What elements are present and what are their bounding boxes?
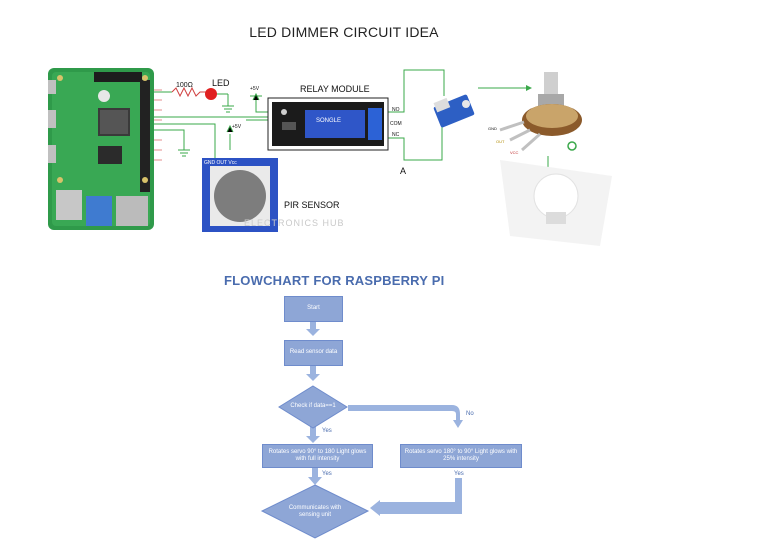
- pot-pin-vcc: VCC: [510, 150, 519, 155]
- watermark: ELECTRONICS HUB: [244, 218, 345, 228]
- node-a-label: A: [400, 166, 407, 176]
- communicate-text: Communicates with sensing unit: [288, 504, 342, 519]
- relay-module-label: RELAY MODULE: [300, 84, 370, 94]
- resistor-label: 100Ω: [176, 82, 193, 89]
- yes-label: Yes: [322, 428, 332, 434]
- pir-pins-label: GND OUT Vcc: [204, 160, 237, 166]
- servo-motor: [433, 94, 475, 128]
- potentiometer: [499, 72, 582, 152]
- light-bulb: [500, 160, 612, 246]
- communicate-diamond: [260, 484, 370, 539]
- decision-diamond: [278, 385, 348, 429]
- pir-sensor: [202, 158, 278, 232]
- relay-pin-com: COM: [390, 121, 402, 127]
- flowchart-connectors: [306, 321, 463, 516]
- raspberry-pi-board: [48, 68, 154, 230]
- relay-module: [267, 97, 389, 151]
- pir-sensor-label: PIR SENSOR: [284, 200, 340, 210]
- vcc-label-pir: +5V: [232, 124, 242, 130]
- pot-pin-gnd: GND: [488, 126, 497, 131]
- relay-pin-nc: NC: [392, 132, 400, 138]
- decision-text: Check if data==1: [290, 403, 336, 410]
- relay-pin-no: NO: [392, 107, 400, 113]
- yes-label-2: Yes: [322, 471, 332, 477]
- start-box: Start: [284, 296, 343, 322]
- yes-action-box: Rotates servo 90° to 180 Light glows wit…: [262, 444, 373, 468]
- yes-label-3: Yes: [454, 471, 464, 477]
- relay-module-text: SONGLE: [316, 118, 342, 124]
- led: [205, 88, 217, 100]
- no-action-box: Rotates servo 180° to 90° Light glows wi…: [400, 444, 522, 468]
- read-sensor-box: Read sensor data: [284, 340, 343, 366]
- pot-pin-out: OUT: [496, 139, 505, 144]
- flowchart-title: FLOWCHART FOR RASPBERRY PI: [224, 273, 445, 288]
- circuit-title: LED DIMMER CIRCUIT IDEA: [249, 24, 439, 40]
- resistor: [171, 86, 206, 98]
- vcc-label: +5V: [250, 86, 260, 92]
- led-label: LED: [212, 78, 230, 88]
- no-label: No: [466, 411, 474, 417]
